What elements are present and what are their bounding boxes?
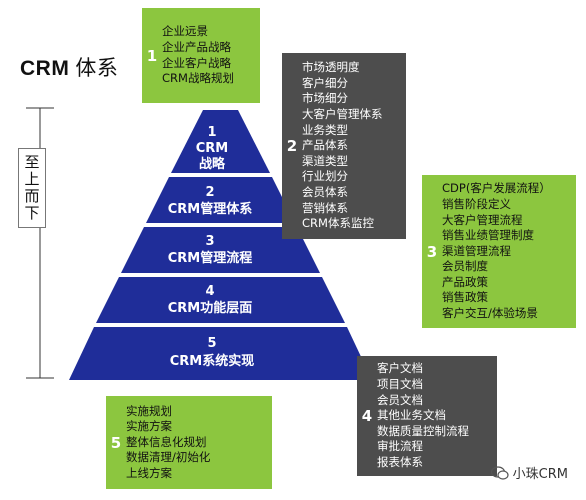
pyramid-level-4 (96, 277, 345, 323)
callout-2-list: 市场透明度 客户细分 市场细分 大客户管理体系 业务类型 产品体系 渠道类型 行… (302, 60, 383, 232)
list-item: 市场透明度 (302, 60, 360, 75)
pyramid-level-3-num: 3 (205, 234, 214, 249)
list-item: CRM战略规划 (162, 71, 234, 86)
callout-5-number: 5 (110, 433, 122, 452)
pyramid-level-2-num: 2 (205, 185, 214, 200)
wechat-icon (490, 465, 509, 480)
list-item: 大客户管理流程 (442, 212, 523, 227)
pyramid-level-3-line1: CRM管理流程 (168, 250, 253, 266)
list-item: 销售阶段定义 (442, 196, 511, 211)
pyramid-level-5-line1: CRM系统实现 (170, 353, 255, 369)
list-item: 其他业务文档 (377, 408, 446, 423)
pyramid-level-2 (146, 177, 295, 223)
pyramid-level-1 (171, 110, 270, 173)
callout-2: 2 市场透明度 客户细分 市场细分 大客户管理体系 业务类型 产品体系 渠道类型… (282, 53, 406, 239)
list-item: 客户文档 (377, 361, 423, 376)
list-item: 企业客户战略 (162, 55, 231, 70)
callout-1-number: 1 (146, 46, 158, 65)
direction-label: 至上而下 (18, 148, 46, 228)
list-item: 客户交互/体验场景 (442, 306, 538, 321)
callout-3: 3 CDP(客户发展流程） 销售阶段定义 大客户管理流程 销售业绩管理制度 渠道… (422, 175, 576, 328)
list-item: 项目文档 (377, 377, 423, 392)
callout-2-number: 2 (286, 137, 298, 155)
list-item: 数据清理/初始化 (126, 450, 211, 465)
list-item: 审批流程 (377, 439, 423, 454)
list-item: CDP(客户发展流程） (442, 181, 551, 196)
callout-5: 5 实施规划 实施方案 整体信息化规划 数据清理/初始化 上线方案 (106, 396, 272, 489)
list-item: 报表体系 (377, 454, 423, 469)
list-item: 企业远景 (162, 24, 208, 39)
list-item: 大客户管理体系 (302, 107, 383, 122)
callout-5-list: 实施规划 实施方案 整体信息化规划 数据清理/初始化 上线方案 (126, 404, 210, 482)
list-item: 客户细分 (302, 75, 348, 90)
callout-4: 4 客户文档 项目文档 会员文档 其他业务文档 数据质量控制流程 审批流程 报表… (357, 356, 497, 476)
title-latin: CRM (20, 57, 70, 80)
list-item: 产品体系 (302, 138, 348, 153)
callout-4-number: 4 (361, 407, 373, 425)
list-item: 销售政策 (442, 290, 488, 305)
pyramid-level-4-num: 4 (205, 284, 214, 299)
pyramid-level-4-line1: CRM功能层面 (168, 300, 253, 316)
list-item: 实施方案 (126, 419, 172, 434)
list-item: 渠道类型 (302, 153, 348, 168)
list-item: 企业产品战略 (162, 39, 231, 54)
list-item: 会员文档 (377, 392, 423, 407)
list-item: 会员体系 (302, 184, 348, 199)
pyramid-level-2-line1: CRM管理体系 (168, 201, 253, 217)
list-item: 渠道管理流程 (442, 243, 511, 258)
list-item: 实施规划 (126, 403, 172, 418)
list-item: 业务类型 (302, 122, 348, 137)
list-item: 会员制度 (442, 259, 488, 274)
pyramid-level-1-num: 1 (207, 125, 216, 140)
watermark-text: 小珠CRM (512, 467, 568, 482)
list-item: 营销体系 (302, 200, 348, 215)
list-item: 行业划分 (302, 169, 348, 184)
callout-3-number: 3 (426, 242, 438, 261)
list-item: 上线方案 (126, 465, 172, 480)
watermark: 小珠CRM (490, 463, 568, 482)
callout-3-list: CDP(客户发展流程） 销售阶段定义 大客户管理流程 销售业绩管理制度 渠道管理… (442, 181, 551, 321)
pyramid-level-1-line2: 战略 (199, 156, 226, 172)
callout-1: 1 企业远景 企业产品战略 企业客户战略 CRM战略规划 (142, 8, 260, 103)
pyramid-level-1-line1: CRM (196, 141, 229, 156)
pyramid-level-5 (69, 327, 372, 380)
list-item: CRM体系监控 (302, 216, 374, 231)
callout-1-list: 企业远景 企业产品战略 企业客户战略 CRM战略规划 (162, 24, 234, 86)
title-cjk: 体系 (75, 56, 119, 80)
pyramid-level-5-num: 5 (207, 336, 216, 351)
pyramid-level-3 (121, 227, 320, 273)
list-item: 市场细分 (302, 91, 348, 106)
list-item: 数据质量控制流程 (377, 423, 469, 438)
list-item: 销售业绩管理制度 (442, 228, 534, 243)
list-item: 整体信息化规划 (126, 434, 207, 449)
callout-4-list: 客户文档 项目文档 会员文档 其他业务文档 数据质量控制流程 审批流程 报表体系 (377, 361, 469, 470)
list-item: 产品政策 (442, 274, 488, 289)
